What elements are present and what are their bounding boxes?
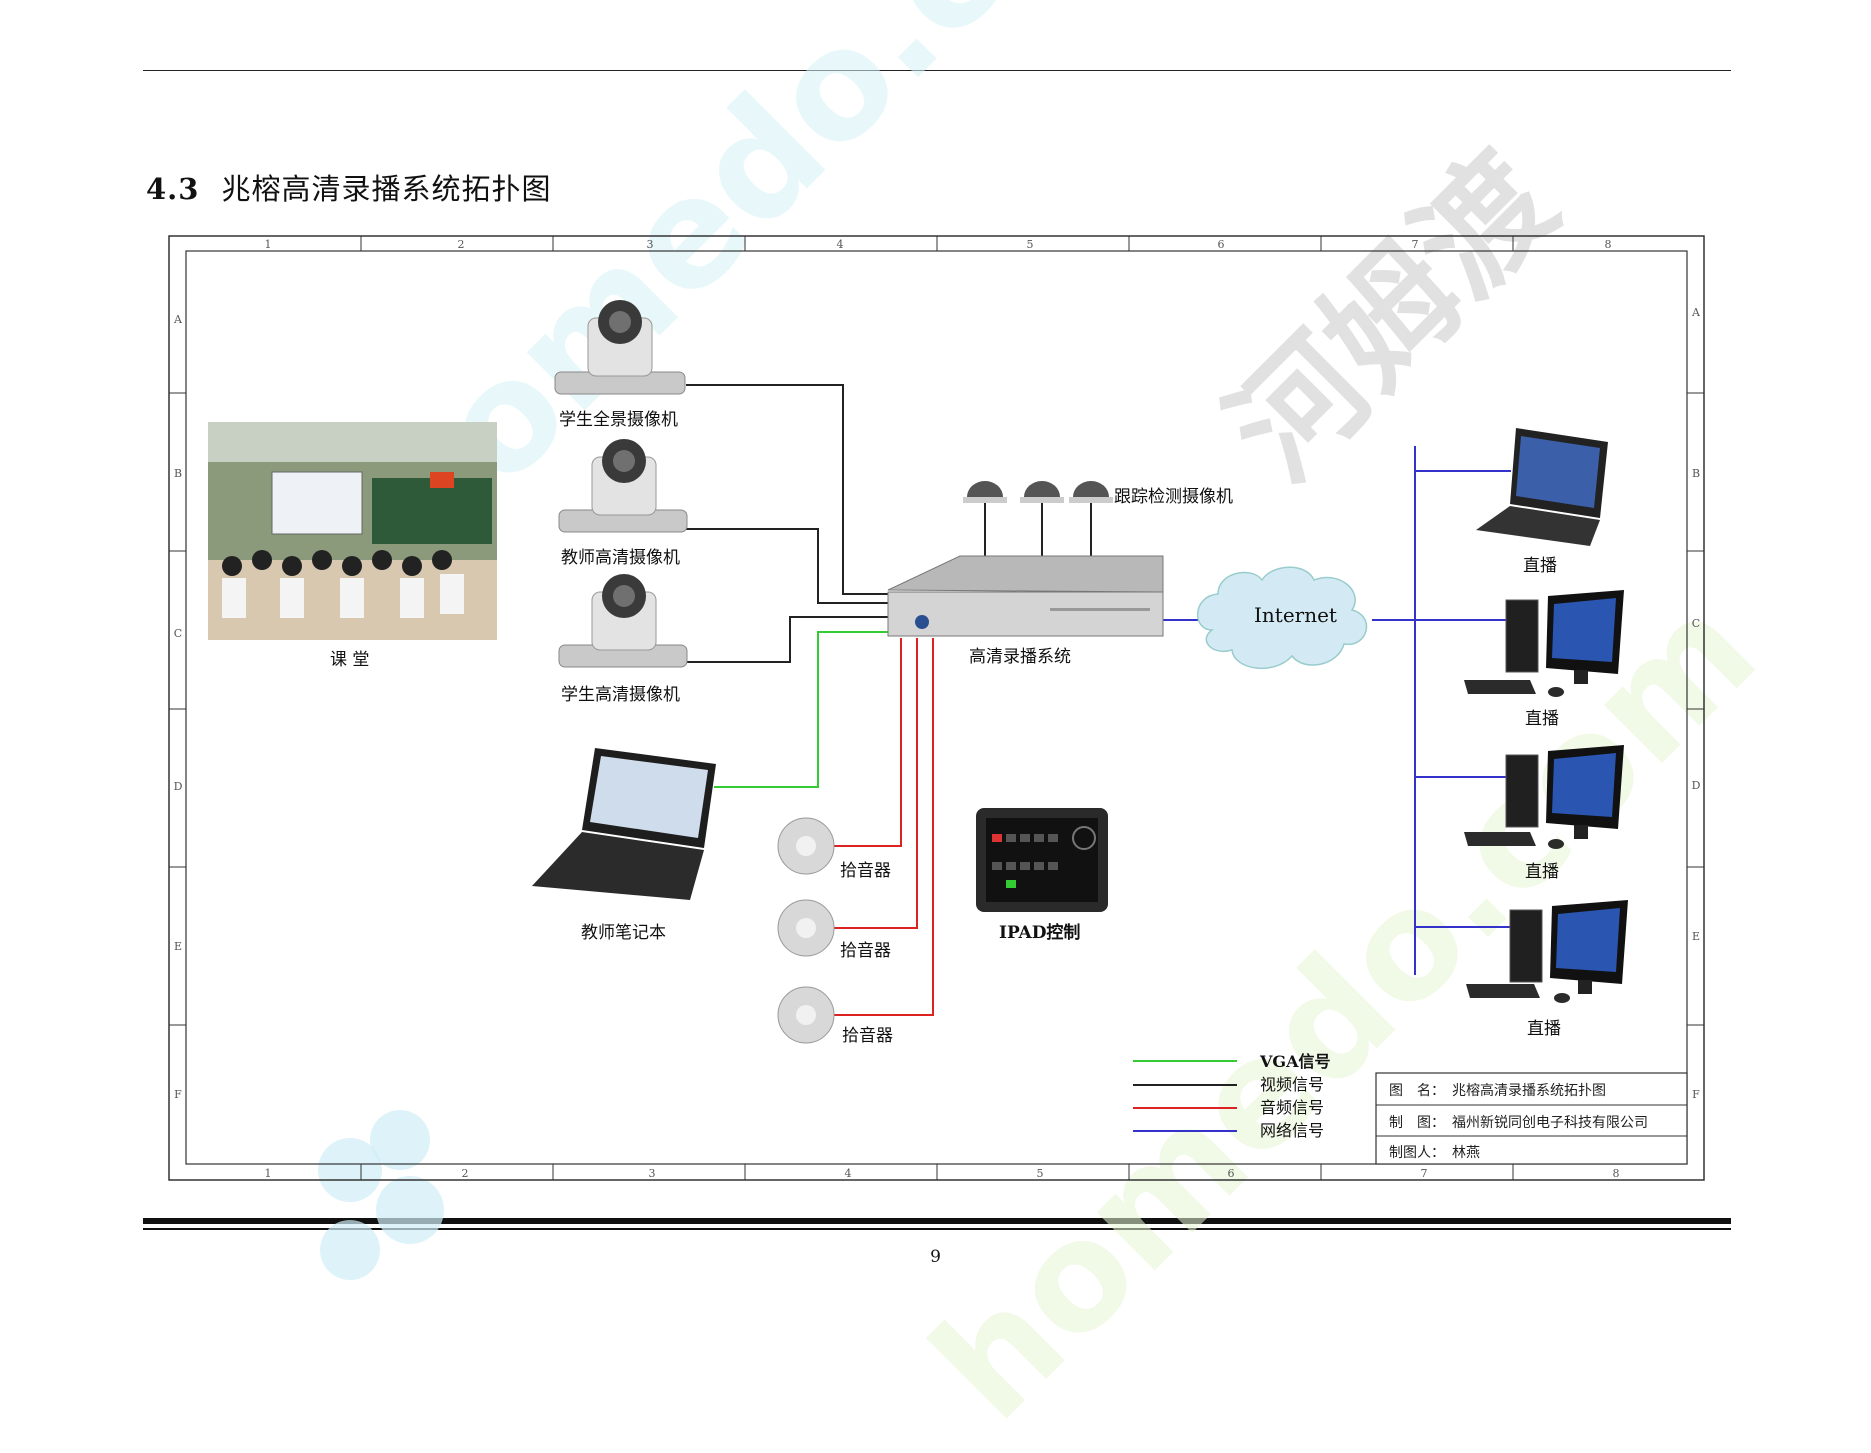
vga-connection xyxy=(714,631,896,788)
frame-col-4: 4 xyxy=(837,238,844,251)
frame-col-2-bottom: 2 xyxy=(462,1167,469,1180)
frame-col-4-bottom: 4 xyxy=(845,1167,852,1180)
desktop-computer-icon xyxy=(1464,745,1624,849)
title-block-drafter-value: 林燕 xyxy=(1452,1145,1480,1161)
frame-row-c-right: C xyxy=(1692,617,1700,630)
frame-col-7-bottom: 7 xyxy=(1421,1167,1428,1180)
frame-row-b: B xyxy=(174,467,182,480)
frame-col-6-bottom: 6 xyxy=(1228,1167,1235,1180)
frame-row-f-right: F xyxy=(1692,1088,1700,1101)
footer-rule-thin xyxy=(143,1228,1731,1230)
frame-col-5: 5 xyxy=(1027,238,1034,251)
label-mic-2: 拾音器 xyxy=(840,941,891,961)
ptz-camera-icon xyxy=(554,300,686,395)
frame-col-5-bottom: 5 xyxy=(1037,1167,1044,1180)
legend-network: 网络信号 xyxy=(1260,1121,1324,1140)
frame-row-c: C xyxy=(174,627,182,640)
frame-row-d: D xyxy=(174,780,183,793)
topology-diagram: 1 2 3 4 5 6 7 8 1 2 3 4 5 6 7 8 A B C D … xyxy=(168,235,1705,1181)
title-block-maker-value: 福州新锐同创电子科技有限公司 xyxy=(1452,1115,1648,1131)
frame-row-a-right: A xyxy=(1691,306,1701,319)
laptop-icon xyxy=(532,748,716,900)
label-internet: Internet xyxy=(1254,603,1337,627)
recorder-device-icon xyxy=(887,555,1164,637)
desktop-computer-icon xyxy=(1466,900,1628,1003)
page-number: 9 xyxy=(930,1247,941,1267)
frame-col-1: 1 xyxy=(265,238,272,251)
internet-cloud-icon xyxy=(1196,566,1368,670)
laptop-icon xyxy=(1476,428,1608,546)
watermark-logo-icon xyxy=(290,1100,470,1300)
title-block-name-value: 兆榕高清录播系统拓扑图 xyxy=(1452,1082,1606,1099)
frame-col-2: 2 xyxy=(458,238,465,251)
label-live-2: 直播 xyxy=(1525,709,1559,729)
section-heading: 4.3 兆榕高清录播系统拓扑图 xyxy=(146,166,551,208)
label-live-1: 直播 xyxy=(1523,556,1557,576)
frame-row-e-right: E xyxy=(1692,930,1700,943)
desktop-computer-icon xyxy=(1464,590,1624,697)
microphone-icon xyxy=(777,817,835,875)
frame-col-8: 8 xyxy=(1605,238,1612,251)
footer-rule-thick xyxy=(143,1218,1731,1224)
frame-col-8-bottom: 8 xyxy=(1613,1167,1620,1180)
frame-col-7: 7 xyxy=(1412,238,1419,251)
title-block-name-label: 图 名： xyxy=(1389,1083,1445,1099)
frame-row-e: E xyxy=(174,940,182,953)
legend-vga: VGA信号 xyxy=(1259,1052,1331,1071)
audio-connections xyxy=(812,638,934,1016)
frame-col-3-bottom: 3 xyxy=(649,1167,656,1180)
label-recorder: 高清录播系统 xyxy=(969,647,1071,667)
title-block-maker-label: 制 图： xyxy=(1389,1115,1445,1131)
header-rule xyxy=(143,70,1731,71)
frame-col-1-bottom: 1 xyxy=(265,1167,272,1180)
label-ipad: IPAD控制 xyxy=(999,922,1080,943)
section-number: 4.3 xyxy=(146,172,200,206)
frame-col-3: 3 xyxy=(647,238,654,251)
frame-col-6: 6 xyxy=(1218,238,1225,251)
label-live-4: 直播 xyxy=(1527,1019,1561,1039)
label-cam-student-panorama: 学生全景摄像机 xyxy=(559,410,678,430)
label-tracking-cams: 跟踪检测摄像机 xyxy=(1114,487,1233,507)
microphone-icon xyxy=(777,899,835,957)
ptz-camera-icon xyxy=(558,439,688,533)
label-cam-teacher-hd: 教师高清摄像机 xyxy=(561,548,680,568)
ipad-control-icon xyxy=(976,808,1108,912)
drawing-frame: 1 2 3 4 5 6 7 8 1 2 3 4 5 6 7 8 A B C D … xyxy=(168,235,1705,1181)
label-mic-3: 拾音器 xyxy=(842,1026,893,1046)
frame-row-b-right: B xyxy=(1692,467,1700,480)
frame-row-d-right: D xyxy=(1692,779,1701,792)
label-teacher-laptop: 教师笔记本 xyxy=(581,923,666,943)
title-block-drafter-label: 制图人： xyxy=(1389,1145,1445,1161)
legend-audio: 音频信号 xyxy=(1260,1098,1324,1117)
video-connections xyxy=(686,384,1092,663)
legend-video: 视频信号 xyxy=(1260,1075,1324,1094)
label-live-3: 直播 xyxy=(1525,862,1559,882)
title-block: 图 名： 兆榕高清录播系统拓扑图 制 图： 福州新锐同创电子科技有限公司 制图人… xyxy=(1375,1072,1688,1165)
frame-row-a: A xyxy=(173,313,183,326)
microphone-icon xyxy=(777,986,835,1044)
frame-row-f: F xyxy=(174,1088,182,1101)
label-mic-1: 拾音器 xyxy=(840,861,891,881)
legend: VGA信号 视频信号 音频信号 网络信号 xyxy=(1133,1052,1331,1140)
dome-camera-icon xyxy=(963,481,1113,503)
classroom-photo xyxy=(208,422,497,640)
label-cam-student-hd: 学生高清摄像机 xyxy=(561,685,680,705)
ptz-camera-icon xyxy=(558,574,688,668)
network-connections xyxy=(1163,446,1511,975)
section-title: 兆榕高清录播系统拓扑图 xyxy=(221,172,552,206)
label-classroom: 课 堂 xyxy=(330,650,369,670)
